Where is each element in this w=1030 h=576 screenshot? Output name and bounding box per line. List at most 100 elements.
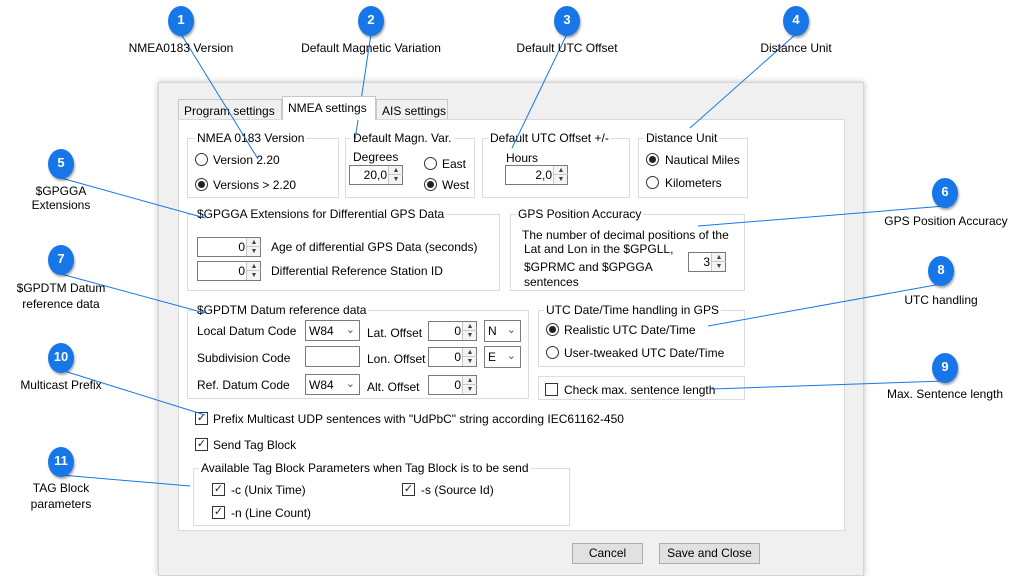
callout-label-11-line2: parameters	[16, 497, 106, 511]
chevron-down-icon[interactable]: ▼	[554, 175, 568, 184]
callout-badge-2: 2	[358, 6, 384, 36]
chevron-down-icon[interactable]: ▼	[463, 331, 477, 340]
chevron-down-icon[interactable]: ▼	[389, 175, 403, 184]
magn-var-spinner[interactable]: 20,0 ▲▼	[349, 165, 403, 185]
station-id-label: Differential Reference Station ID	[271, 264, 443, 278]
lat-offset-spinner[interactable]: 0 ▲▼	[428, 321, 477, 341]
local-datum-value: W84	[309, 324, 334, 338]
user-tweaked-utc-radio[interactable]	[546, 346, 559, 359]
user-tweaked-utc-label: User-tweaked UTC Date/Time	[564, 346, 724, 360]
prefix-multicast-checkbox[interactable]: ✓	[195, 412, 208, 425]
callout-label-5-line1: $GPGGA	[16, 184, 106, 198]
lat-dir-value: N	[488, 324, 497, 338]
max-length-checkbox[interactable]	[545, 383, 558, 396]
lon-offset-value: 0	[454, 350, 461, 364]
chevron-up-icon[interactable]: ▲	[247, 262, 261, 271]
chevron-up-icon[interactable]: ▲	[463, 376, 477, 385]
kilometers-radio[interactable]	[646, 176, 659, 189]
send-tag-block-checkbox[interactable]: ✓	[195, 438, 208, 451]
hours-label: Hours	[506, 151, 538, 165]
nautical-miles-label: Nautical Miles	[665, 153, 740, 167]
callout-label-6: GPS Position Accuracy	[872, 214, 1020, 228]
gpdtm-title: $GPDTM Datum reference data	[195, 303, 368, 317]
lon-dir-select[interactable]: E ⌄	[484, 346, 521, 368]
check-icon: ✓	[197, 412, 206, 424]
ref-datum-select[interactable]: W84 ⌄	[305, 374, 360, 395]
send-tag-block-label: Send Tag Block	[213, 438, 296, 452]
check-icon: ✓	[197, 438, 206, 450]
unix-time-label: -c (Unix Time)	[231, 483, 306, 497]
utc-offset-value: 2,0	[535, 168, 552, 182]
accuracy-value: 3	[703, 255, 710, 269]
accuracy-text-line3: $GPRMC and $GPGGA	[524, 260, 653, 274]
age-dgps-value: 0	[238, 240, 245, 254]
callout-label-7-line1: $GPDTM Datum	[8, 281, 114, 295]
realistic-utc-radio[interactable]	[546, 323, 559, 336]
chevron-up-icon[interactable]: ▲	[247, 238, 261, 247]
accuracy-title: GPS Position Accuracy	[516, 207, 643, 221]
lon-offset-spinner[interactable]: 0 ▲▼	[428, 347, 477, 367]
version-220-radio[interactable]	[195, 153, 208, 166]
chevron-up-icon[interactable]: ▲	[463, 348, 477, 357]
callout-badge-7: 7	[48, 245, 74, 275]
callout-badge-9: 9	[932, 353, 958, 383]
accuracy-text-line4: sentences	[524, 275, 579, 289]
unix-time-checkbox[interactable]: ✓	[212, 483, 225, 496]
chevron-up-icon[interactable]: ▲	[463, 322, 477, 331]
local-datum-label: Local Datum Code	[197, 324, 296, 338]
callout-badge-3: 3	[554, 6, 580, 36]
local-datum-select[interactable]: W84 ⌄	[305, 320, 360, 341]
tab-ais-settings[interactable]: AIS settings	[376, 99, 448, 121]
callout-label-3: Default UTC Offset	[508, 41, 626, 55]
chevron-down-icon[interactable]: ▼	[712, 262, 726, 271]
callout-label-9: Max. Sentence length	[876, 387, 1014, 401]
tab-nmea-settings[interactable]: NMEA settings	[282, 96, 376, 120]
callout-badge-8: 8	[928, 256, 954, 286]
version-gt220-radio[interactable]	[195, 178, 208, 191]
callout-label-2: Default Magnetic Variation	[290, 41, 452, 55]
chevron-down-icon[interactable]: ▼	[247, 247, 261, 256]
degrees-label: Degrees	[353, 150, 398, 164]
station-id-spinner[interactable]: 0 ▲▼	[197, 261, 261, 281]
age-dgps-spinner[interactable]: 0 ▲▼	[197, 237, 261, 257]
callout-badge-1: 1	[168, 6, 194, 36]
prefix-multicast-label: Prefix Multicast UDP sentences with "UdP…	[213, 412, 624, 426]
chevron-down-icon[interactable]: ▼	[463, 357, 477, 366]
callout-badge-6: 6	[932, 178, 958, 208]
chevron-up-icon[interactable]: ▲	[554, 166, 568, 175]
callout-label-8: UTC handling	[896, 293, 986, 307]
alt-offset-value: 0	[454, 378, 461, 392]
source-id-label: -s (Source Id)	[421, 483, 494, 497]
chevron-down-icon: ⌄	[507, 349, 516, 362]
west-radio[interactable]	[424, 178, 437, 191]
cancel-button[interactable]: Cancel	[572, 543, 643, 564]
line-count-checkbox[interactable]: ✓	[212, 506, 225, 519]
callout-badge-5: 5	[48, 149, 74, 179]
alt-offset-spinner[interactable]: 0 ▲▼	[428, 375, 477, 395]
save-and-close-button[interactable]: Save and Close	[659, 543, 760, 564]
lat-dir-select[interactable]: N ⌄	[484, 320, 521, 342]
callout-label-5-line2: Extensions	[16, 198, 106, 212]
magn-var-title: Default Magn. Var.	[351, 131, 454, 145]
nautical-miles-radio[interactable]	[646, 153, 659, 166]
subdivision-input[interactable]	[305, 346, 360, 367]
utc-offset-spinner[interactable]: 2,0 ▲▼	[505, 165, 568, 185]
chevron-up-icon[interactable]: ▲	[712, 253, 726, 262]
accuracy-spinner[interactable]: 3 ▲▼	[688, 252, 726, 272]
source-id-checkbox[interactable]: ✓	[402, 483, 415, 496]
nmea-version-title: NMEA 0183 Version	[195, 131, 306, 145]
utc-handling-title: UTC Date/Time handling in GPS	[544, 303, 721, 317]
kilometers-label: Kilometers	[665, 176, 722, 190]
tab-program-settings[interactable]: Program settings	[178, 99, 282, 121]
accuracy-text-line2: Lat and Lon in the $GPGLL,	[524, 242, 673, 256]
version-220-label: Version 2.20	[213, 153, 280, 167]
version-gt220-label: Versions > 2.20	[213, 178, 296, 192]
chevron-up-icon[interactable]: ▲	[389, 166, 403, 175]
chevron-down-icon[interactable]: ▼	[247, 271, 261, 280]
accuracy-text-line1: The number of decimal positions of the	[522, 228, 729, 242]
east-radio[interactable]	[424, 157, 437, 170]
chevron-down-icon[interactable]: ▼	[463, 385, 477, 394]
alt-offset-label: Alt. Offset	[367, 380, 419, 394]
magn-var-value: 20,0	[364, 168, 387, 182]
max-length-label: Check max. sentence length	[564, 383, 715, 397]
